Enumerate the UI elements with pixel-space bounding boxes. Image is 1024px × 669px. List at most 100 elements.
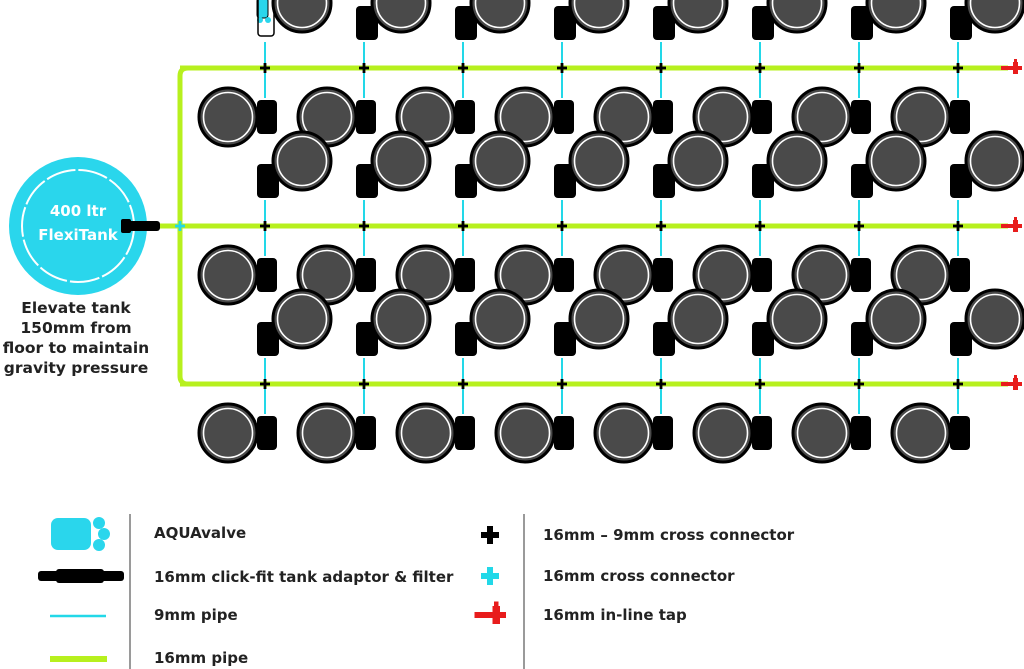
pot-rim (672, 0, 724, 29)
legend-icons (38, 517, 506, 662)
pot-rim (499, 407, 551, 459)
pot-rim (598, 249, 650, 301)
pot (766, 288, 828, 350)
aquavalve (256, 0, 275, 37)
valve-block (950, 322, 972, 356)
pot (370, 130, 432, 192)
cross-bar (857, 63, 861, 73)
pot-rim (771, 0, 823, 29)
cross-bar (956, 379, 960, 389)
pot (568, 0, 630, 34)
cross-connector-16-9 (359, 63, 369, 73)
pot-body (865, 288, 927, 350)
pot (469, 0, 531, 34)
pot-rim (276, 0, 328, 29)
tap-body (1001, 378, 1022, 390)
tank-adaptor-end (121, 219, 131, 233)
pot-body (964, 0, 1024, 34)
pot-grid (197, 0, 1024, 464)
pot (494, 402, 556, 464)
pot-body (692, 402, 754, 464)
valve-block (257, 416, 277, 450)
pot-body (865, 0, 927, 34)
pot-body (469, 0, 531, 34)
pot-rim (499, 249, 551, 301)
pot-rim (400, 249, 452, 301)
pot-body (964, 130, 1024, 192)
valve-block (257, 258, 277, 292)
pot-rim (474, 293, 526, 345)
pot-body (667, 288, 729, 350)
valve-block (851, 164, 873, 198)
valve-block (257, 164, 279, 198)
pot-rim (276, 293, 328, 345)
valve-block (257, 322, 279, 356)
cross-bar (487, 567, 493, 585)
cross-bar (178, 221, 182, 231)
aquavalve-body (256, 0, 269, 19)
pot-body (370, 0, 432, 34)
pot (395, 244, 457, 306)
pot (593, 86, 655, 148)
pot (692, 402, 754, 464)
valve-block (851, 6, 873, 40)
cross-bar (263, 63, 267, 73)
pot (271, 0, 333, 34)
cross-connector-16 (175, 221, 185, 231)
pot-rim (796, 91, 848, 143)
cross-bar (560, 221, 564, 231)
cross-connector-16-9 (359, 379, 369, 389)
cross-connector-16-9 (755, 63, 765, 73)
cross-bar (461, 379, 465, 389)
valve-block (653, 6, 675, 40)
tank-adaptor-icon (38, 569, 124, 583)
pot (791, 402, 853, 464)
legend-label-16mm-pipe: 16mm pipe (154, 649, 249, 667)
pot-rim (796, 249, 848, 301)
pot (890, 402, 952, 464)
pot (766, 130, 828, 192)
cross-connector-16-9 (953, 379, 963, 389)
tank-name-label: FlexiTank (38, 226, 118, 244)
cross-bar (956, 63, 960, 73)
pot (865, 130, 927, 192)
pot (197, 402, 259, 464)
cross-bar (362, 379, 366, 389)
valve-block (653, 258, 673, 292)
pot-rim (202, 407, 254, 459)
cross-connector-16-9 (557, 221, 567, 231)
pot-rim (870, 135, 922, 187)
valve-block (554, 6, 576, 40)
note-line: gravity pressure (3, 359, 149, 377)
valve-block (356, 6, 378, 40)
pot (890, 244, 952, 306)
pot-body (568, 0, 630, 34)
valve-block (554, 258, 574, 292)
valve-block (455, 100, 475, 134)
cross-bar (659, 221, 663, 231)
cross-bar (461, 63, 465, 73)
valve-block (752, 100, 772, 134)
pot-rim (969, 293, 1021, 345)
pot-rim (499, 91, 551, 143)
valve-block (950, 6, 972, 40)
cross-connector-16-9 (953, 63, 963, 73)
pot-body (197, 86, 259, 148)
valve-block (653, 416, 673, 450)
inline-tap (1001, 59, 1022, 74)
pot-rim (598, 407, 650, 459)
cross-connector-16-9 (755, 221, 765, 231)
valve-block (752, 322, 774, 356)
pot (296, 402, 358, 464)
cross-connector-16-9 (854, 379, 864, 389)
note-line: Elevate tank (21, 299, 131, 317)
pot-body (271, 288, 333, 350)
cross-connector-16-9 (260, 63, 270, 73)
pot (197, 86, 259, 148)
pot-rim (375, 0, 427, 29)
aquavalve-icon-lobe (98, 528, 110, 540)
cross-connector-16-icon (481, 567, 499, 585)
pot-rim (202, 249, 254, 301)
pot-rim (573, 293, 625, 345)
